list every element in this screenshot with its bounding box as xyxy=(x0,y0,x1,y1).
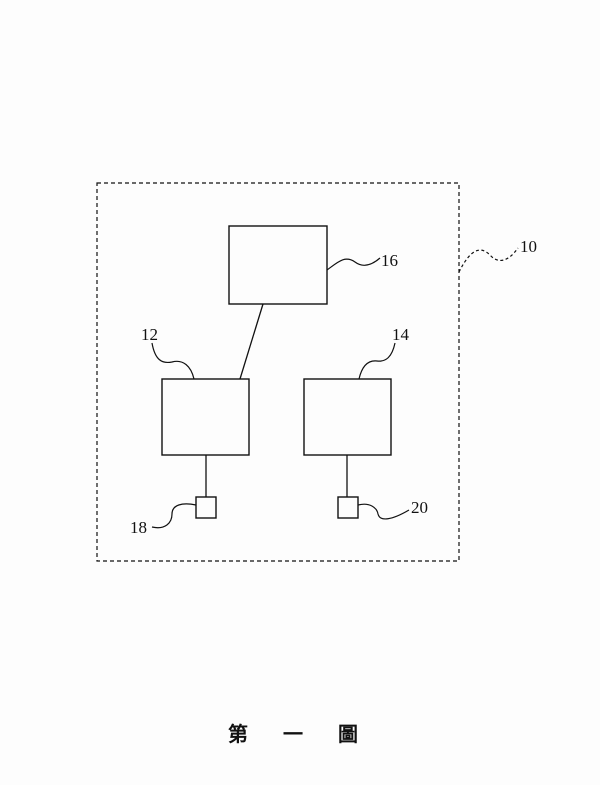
sensor-20 xyxy=(337,496,359,519)
label-12: 12 xyxy=(141,325,158,344)
block-16 xyxy=(228,225,328,305)
label-14: 14 xyxy=(392,325,410,344)
block-12 xyxy=(161,378,250,456)
leader-line-20 xyxy=(357,503,410,520)
label-20: 20 xyxy=(411,498,428,517)
leader-line-14 xyxy=(358,342,396,380)
label-10: 10 xyxy=(520,237,537,256)
label-18: 18 xyxy=(130,518,147,537)
connector-16-12 xyxy=(239,303,264,380)
leader-line-16 xyxy=(326,257,381,271)
label-16: 16 xyxy=(381,251,398,270)
sensor-18 xyxy=(195,496,217,519)
block-14 xyxy=(303,378,392,456)
leader-line-12 xyxy=(151,342,195,380)
figure-caption: 第 一 圖 xyxy=(228,722,372,746)
leader-line-10 xyxy=(458,247,519,273)
system-boundary xyxy=(96,182,460,562)
leader-line-18 xyxy=(151,503,197,529)
